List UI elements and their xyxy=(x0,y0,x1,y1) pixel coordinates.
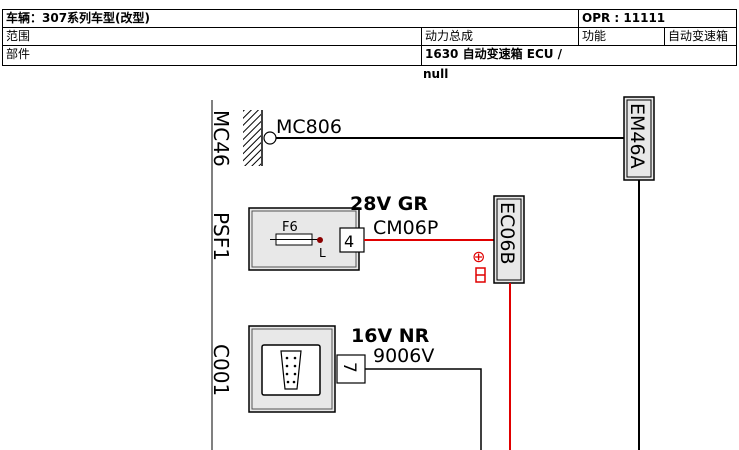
part-value: 1630 自动变速箱 ECU / xyxy=(421,45,737,66)
wire1-code-text: CM06P xyxy=(373,217,438,239)
diag-pin-text: 7 xyxy=(339,362,359,373)
ec06b-label: EC06B xyxy=(496,202,518,264)
em46a-connector: EM46A xyxy=(623,96,655,181)
ec06b-connector: EC06B xyxy=(493,195,525,284)
header-table: 车辆：307系列车型(改型) OPR : 11111 范围 动力总成 功能 自动… xyxy=(2,9,737,66)
wire1-spec-text: 28V GR xyxy=(350,193,428,215)
ground-point: MC806 xyxy=(243,110,342,166)
black-wire xyxy=(365,368,482,450)
ground-code-text: MC46 xyxy=(209,110,233,167)
fuse-box-code-text: PSF1 xyxy=(209,212,233,261)
plus-symbol: ⊕ xyxy=(472,247,485,266)
fuse-pin-text: 4 xyxy=(344,232,354,251)
fuse-box: F6 L 4 xyxy=(248,207,365,271)
ground-label-text: MC806 xyxy=(276,116,342,138)
fuse-terminal-dot xyxy=(317,237,323,243)
part-value-continued: null xyxy=(423,67,449,81)
diag-code-text: C001 xyxy=(209,344,233,396)
ground-terminal-circle xyxy=(263,131,277,145)
ground-hatch xyxy=(243,110,261,166)
fuse-label-text: F6 xyxy=(282,220,298,235)
fuse-end-text: L xyxy=(319,246,326,260)
em46a-label: EM46A xyxy=(626,103,648,169)
diag-pin-box xyxy=(336,354,366,384)
polarity-marker-icon xyxy=(475,267,486,283)
diagnostic-connector: 7 xyxy=(248,325,366,413)
wire2-code-text: 9006V xyxy=(373,345,434,367)
wire2-spec-text: 16V NR xyxy=(351,325,430,347)
